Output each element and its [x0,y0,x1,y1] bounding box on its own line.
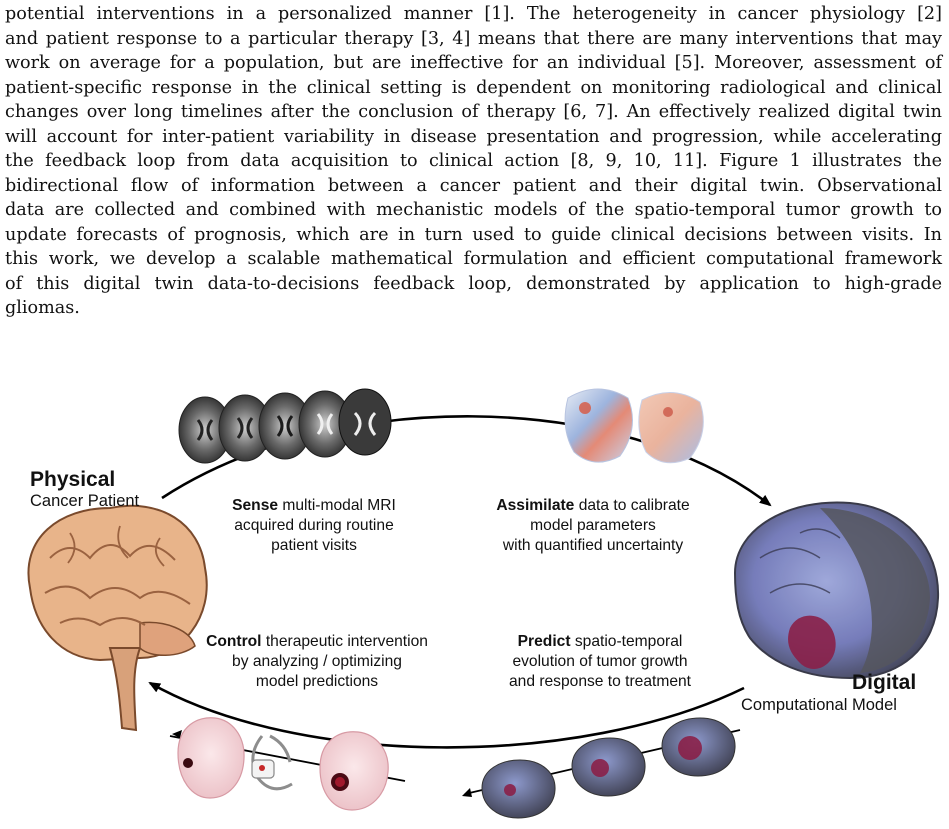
assimilate-line2: model parameters [530,517,656,534]
paragraph-line: of this digital twin data-to-decisions f… [5,273,942,294]
paragraph-line: changes over long timelines after the co… [5,102,942,122]
prediction-sequence-image [462,717,741,819]
sense-rest: multi-modal MRI [278,497,396,514]
predict-caption: Predict spatio-temporal evolution of tum… [478,632,722,692]
assimilate-caption: Assimilate data to calibrate model param… [462,496,724,556]
body-paragraph: potential interventions in a personalize… [5,2,942,321]
physical-title: Physical [30,468,116,491]
figure-artwork [27,388,940,819]
digital-subtitle: Computational Model [741,696,897,714]
control-caption: Control therapeutic intervention by anal… [176,632,458,692]
control-line2: by analyzing / optimizing [232,653,402,670]
patient-brain-image [27,504,208,732]
paragraph-line: and patient response to a particular the… [5,28,942,49]
bottom-arrow [148,681,745,749]
predict-bold: Predict [517,633,571,650]
assimilate-line3: with quantified uncertainty [502,537,684,554]
digital-title: Digital [852,671,917,694]
sense-bold: Sense [232,497,279,514]
paragraph-line: patient-specific response in the clinica… [5,77,942,98]
paragraph-line: data are collected and combined with mec… [5,200,942,220]
paragraph-line: will account for inter-patient variabili… [5,126,942,147]
sense-line3: patient visits [271,537,357,554]
paragraph-line: update forecasts of prognosis, which are… [5,224,942,245]
treatment-illustration-image [169,717,406,811]
paragraph-line: the feedback loop from data acquisition … [5,151,942,171]
assimilate-rest: data to calibrate [574,497,690,514]
paragraph-line: this work, we develop a scalable mathema… [5,249,942,269]
control-rest: therapeutic intervention [261,633,428,650]
digital-twin-figure: Physical Cancer Patient Digital Computat… [0,358,949,824]
paragraph-line: work on average for a population, but ar… [5,53,942,73]
control-bold: Control [206,633,262,650]
control-line3: model predictions [255,673,379,690]
mri-slices-image [178,388,392,464]
predict-line3: and response to treatment [508,673,692,690]
sense-caption: Sense multi-modal MRI acquired during ro… [200,496,428,556]
predict-rest: spatio-temporal [570,633,683,650]
paragraph-line: bidirectional flow of information betwee… [5,175,942,196]
assimilate-bold: Assimilate [496,497,575,514]
paragraph-line: gliomas. [5,298,80,318]
digital-model-image [733,501,940,680]
predict-line2: evolution of tumor growth [512,653,688,670]
physical-subtitle: Cancer Patient [30,492,140,510]
calibration-heatmap-image [564,388,704,464]
sense-line2: acquired during routine [234,517,394,534]
paragraph-line: potential interventions in a personalize… [5,4,942,24]
